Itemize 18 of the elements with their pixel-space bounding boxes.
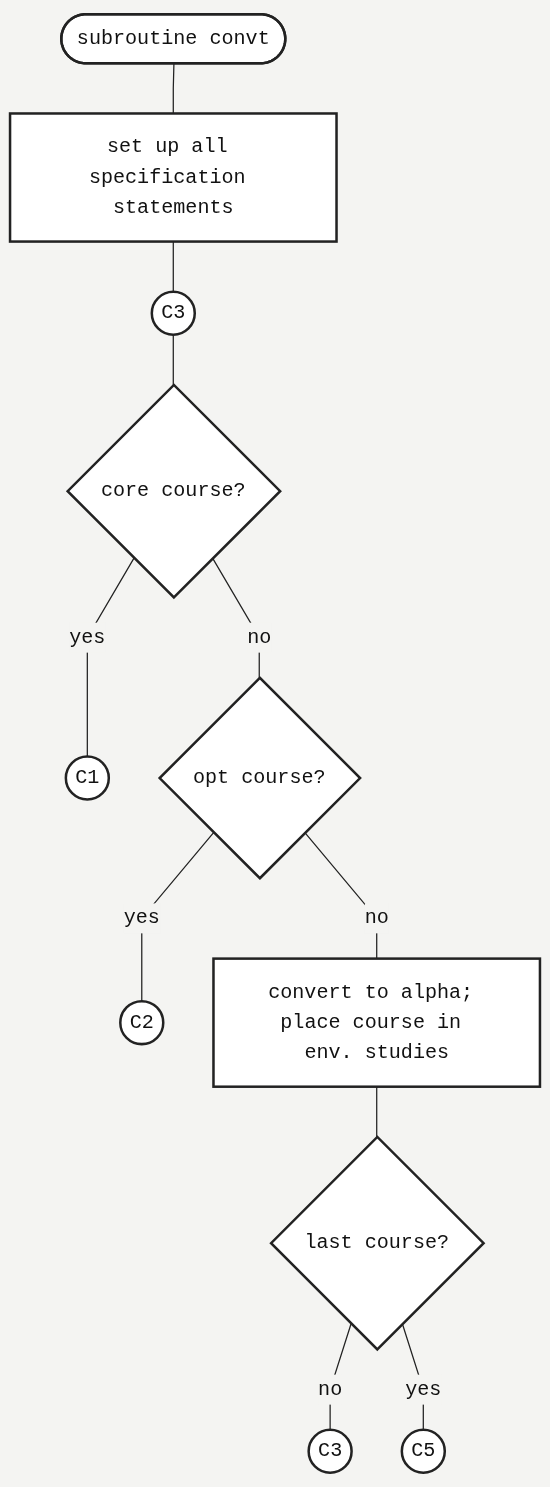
node-circle: C3 [150,290,196,336]
edge-label: no [364,907,389,930]
node-circle: C2 [119,999,165,1046]
node-diamond: opt course? [157,676,362,881]
edge-label: yes [405,1378,442,1401]
node-circle: C5 [400,1428,447,1474]
node-circle: C3 [307,1428,353,1474]
connector [172,334,174,386]
node-diamond: core course? [65,383,282,600]
connector [376,1086,378,1138]
edge-label: yes [123,907,160,930]
edge-label: no [318,1378,343,1401]
node-diamond: last course? [269,1135,486,1352]
edge-label: no [247,626,272,649]
node-box: convert to alpha; place course in env. studies [212,957,542,1088]
node-circle: C1 [64,755,111,801]
node-box: set up all specification statements [8,112,338,243]
edge-label: yes [69,626,106,649]
